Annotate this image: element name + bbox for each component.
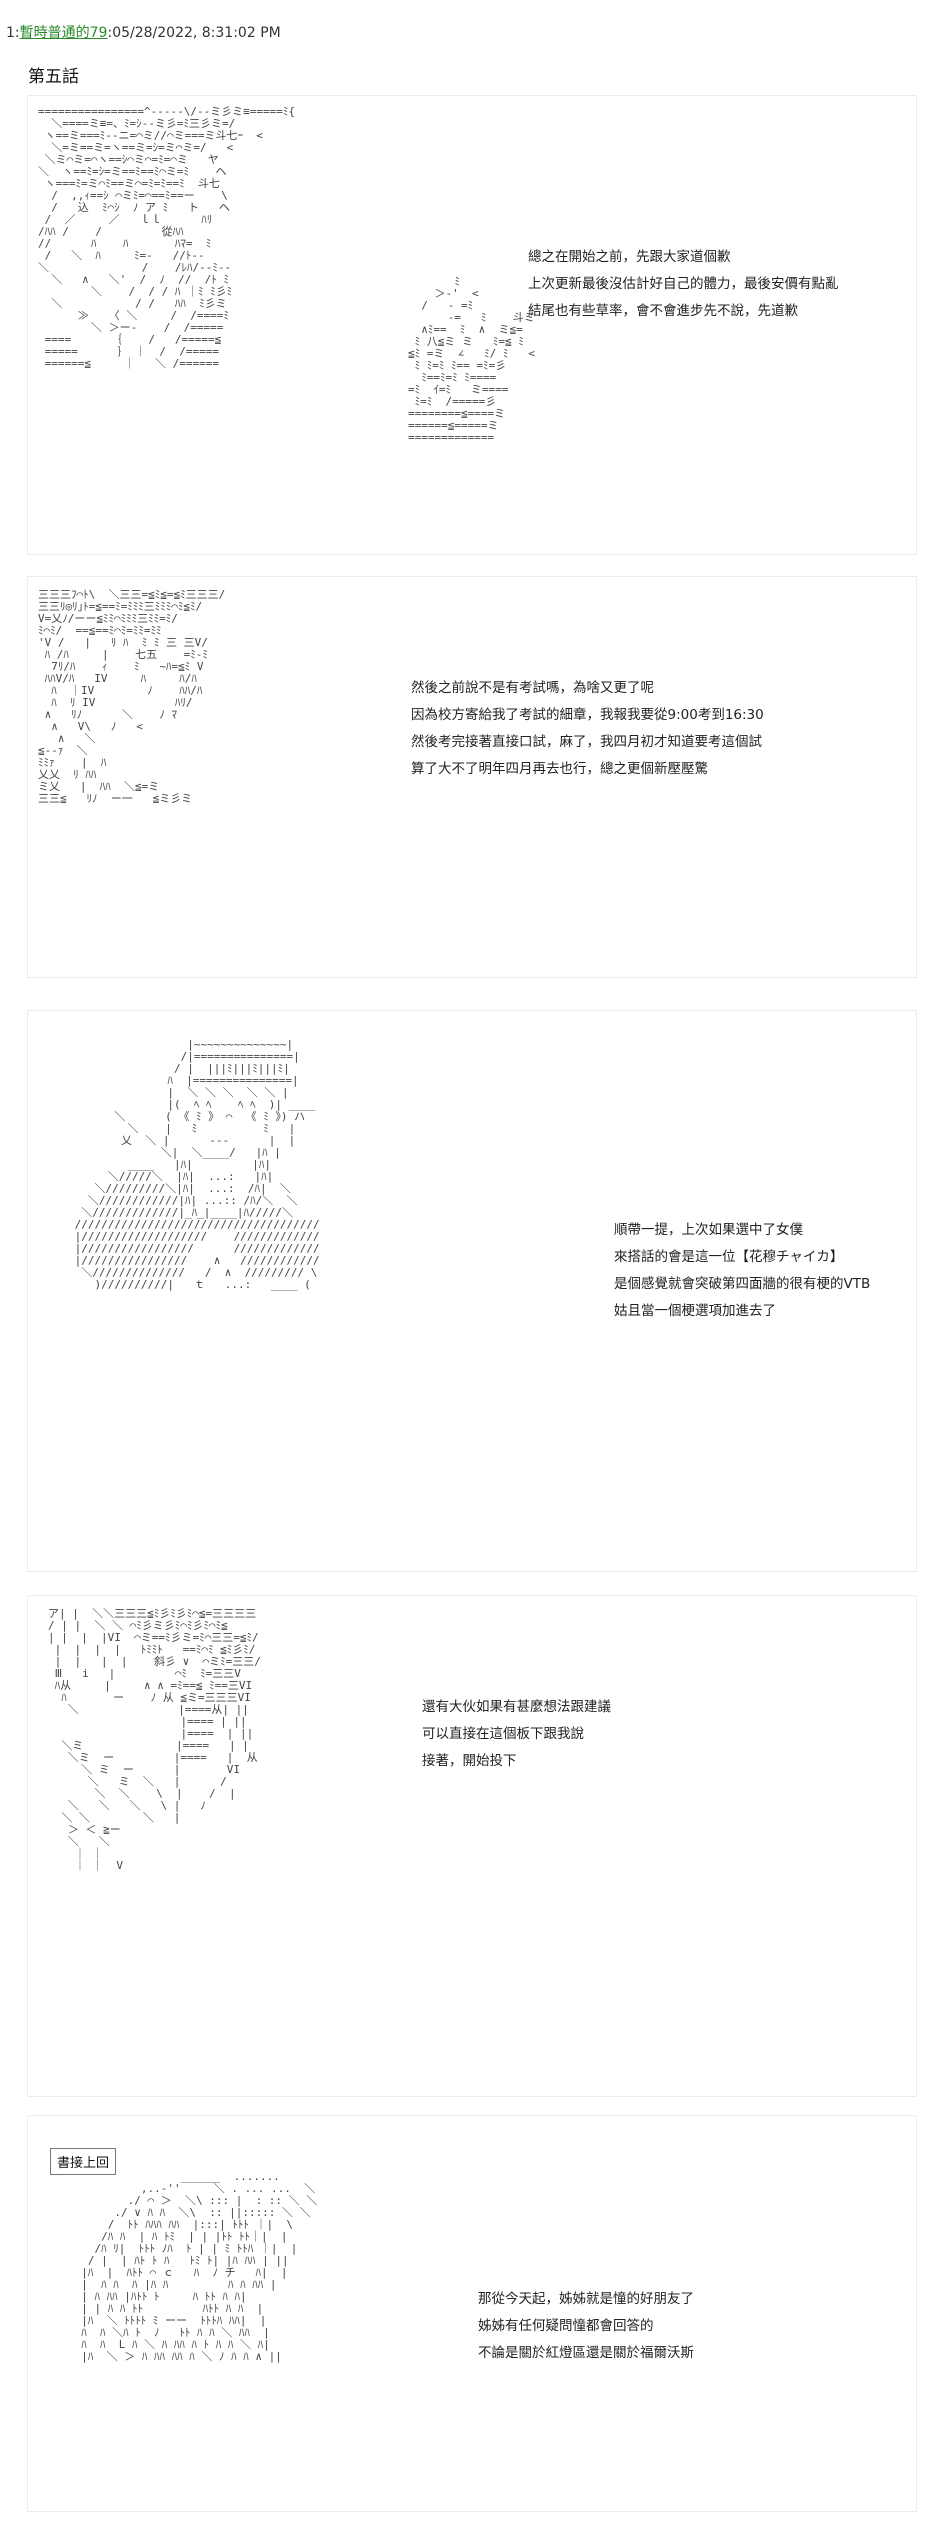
narration-line: 是個感覺就會突破第四面牆的很有梗的VTB bbox=[614, 1276, 871, 1292]
narration-line: 不論是關於紅燈區還是關於福爾沃斯 bbox=[478, 2345, 694, 2361]
narration-line: 那從今天起，姊姊就是憧的好朋友了 bbox=[478, 2291, 694, 2307]
ascii-art-3: |~~~~~~~~~~~~~~| /|===============| / | … bbox=[74, 1039, 320, 1291]
narration-1: 總之在開始之前，先跟大家道個歉 上次更新最後沒估計好自己的體力，最後安價有點亂 … bbox=[528, 244, 839, 325]
panel-5: 書接上回 ______ ....... ,..-'' ＼ . ... ... ＼… bbox=[27, 2115, 917, 2512]
narration-4: 還有大伙如果有甚麼想法跟建議 可以直接在這個板下跟我說 接著，開始投下 bbox=[422, 1694, 611, 1775]
post-number: 1 bbox=[6, 25, 15, 41]
narration-2: 然後之前說不是有考試嗎，為啥又更了呢 因為校方寄給我了考試的細章，我報我要從9:… bbox=[411, 675, 764, 783]
narration-line: 因為校方寄給我了考試的細章，我報我要從9:00考到16:30 bbox=[411, 707, 764, 723]
recap-label: 書接上回 bbox=[50, 2148, 117, 2175]
ascii-art-1b: ﾐ ＞‐' < / ‐ =ﾐ ‐= ﾐ 斗ミ ∧ﾐ== ﾐ ∧ ミ≦= ﾐ 八≦… bbox=[408, 276, 535, 444]
panel-1: ================^-----\/--ミ彡ミ≡=====ﾐ{ ＼=… bbox=[27, 95, 917, 555]
post-timestamp: 05/28/2022, 8:31:02 PM bbox=[112, 25, 281, 41]
author-colon: : bbox=[107, 25, 113, 41]
narration-line: 結尾也有些草率，會不會進步先不說，先道歉 bbox=[528, 303, 798, 319]
narration-line: 算了大不了明年四月再去也行，總之更個新壓壓驚 bbox=[411, 761, 708, 777]
narration-line: 然後之前說不是有考試嗎，為啥又更了呢 bbox=[411, 680, 654, 696]
narration-line: 總之在開始之前，先跟大家道個歉 bbox=[528, 249, 731, 265]
narration-line: 來搭話的會是這一位【花穆チャイカ】 bbox=[614, 1249, 844, 1265]
ascii-art-4: ア| | ＼＼三三三≦ﾐ彡ﾐ彡ﾐ⌒≦=三三三三 / | | ＼ ＼ ⌒ﾐ彡ミ彡ﾐ… bbox=[48, 1608, 261, 1872]
ascii-art-2: 三三三ﾌ⌒ﾄ\ ＼三三=≦ﾐ≦=≦ﾐ三三三/ 三三ﾘ◎ﾘ｣ﾄ=≦==ﾐ=ﾐﾐﾐ三… bbox=[38, 589, 226, 805]
narration-line: 還有大伙如果有甚麼想法跟建議 bbox=[422, 1699, 611, 1715]
narration-line: 可以直接在這個板下跟我說 bbox=[422, 1726, 584, 1742]
narration-line: 順帶一提，上次如果選中了女僕 bbox=[614, 1222, 803, 1238]
narration-3: 順帶一提，上次如果選中了女僕 來搭話的會是這一位【花穆チャイカ】 是個感覺就會突… bbox=[614, 1217, 870, 1325]
panel-3: |~~~~~~~~~~~~~~| /|===============| / | … bbox=[27, 1010, 917, 1572]
panel-2: 三三三ﾌ⌒ﾄ\ ＼三三=≦ﾐ≦=≦ﾐ三三三/ 三三ﾘ◎ﾘ｣ﾄ=≦==ﾐ=ﾐﾐﾐ三… bbox=[27, 576, 917, 978]
author-link[interactable]: 暫時普通的79 bbox=[19, 25, 108, 41]
narration-line: 姊姊有任何疑問憧都會回答的 bbox=[478, 2318, 654, 2334]
narration-line: 姑且當一個梗選項加進去了 bbox=[614, 1303, 776, 1319]
narration-5: 那從今天起，姊姊就是憧的好朋友了 姊姊有任何疑問憧都會回答的 不論是關於紅燈區還… bbox=[478, 2286, 694, 2367]
chapter-title: 第五話 bbox=[28, 67, 79, 87]
narration-line: 上次更新最後沒估計好自己的體力，最後安價有點亂 bbox=[528, 276, 839, 292]
narration-line: 然後考完接著直接口試，麻了，我四月初才知道要考這個試 bbox=[411, 734, 762, 750]
panel-4: ア| | ＼＼三三三≦ﾐ彡ﾐ彡ﾐ⌒≦=三三三三 / | | ＼ ＼ ⌒ﾐ彡ミ彡ﾐ… bbox=[27, 1595, 917, 2097]
ascii-art-1: ================^-----\/--ミ彡ミ≡=====ﾐ{ ＼=… bbox=[38, 106, 296, 370]
post-header: 1:暫時普通的79:05/28/2022, 8:31:02 PM bbox=[6, 22, 281, 42]
post-number-colon: : bbox=[14, 25, 20, 41]
narration-line: 接著，開始投下 bbox=[422, 1753, 517, 1769]
ascii-art-5: ______ ....... ,..-'' ＼ . ... ... ＼ ./ ⌒… bbox=[81, 2171, 318, 2363]
